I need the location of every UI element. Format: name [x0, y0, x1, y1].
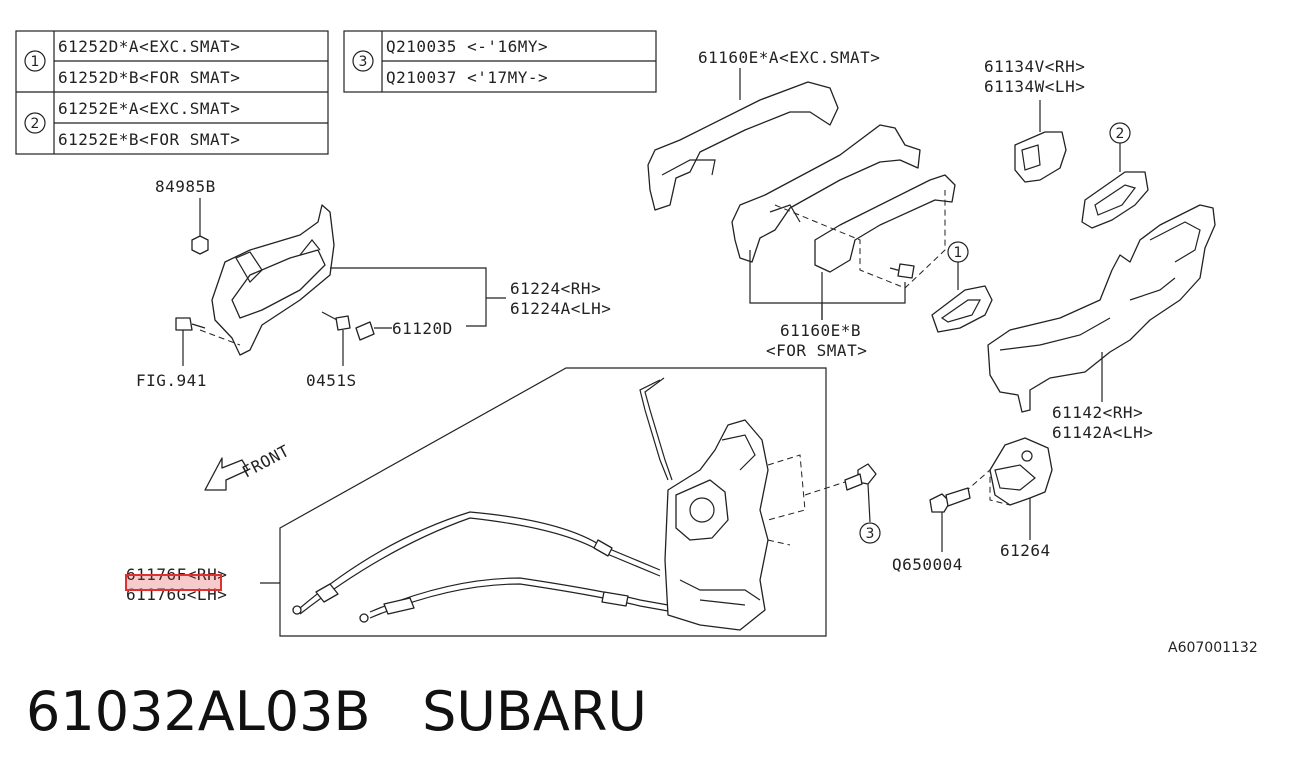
callout-1-escutcheon: 1 [954, 245, 963, 261]
diagram-code: A607001132 [1168, 640, 1258, 656]
outer-handle-61160eb: 61160E*B <FOR SMAT> [731, 124, 956, 360]
latch-screw-3: 3 [844, 463, 881, 544]
label-61120d: 61120D [392, 319, 453, 338]
legend-a-row-2: 61252D*B<FOR SMAT> [58, 68, 240, 87]
label-front: FRONT [239, 441, 293, 482]
brand-name: SUBARU [422, 680, 647, 743]
label-61224a-lh: 61224A<LH> [510, 299, 611, 318]
inner-handle-assembly: 84985B FIG.941 0451S 61120D 61224<RH> 61… [136, 177, 611, 390]
label-fig941: FIG.941 [136, 371, 207, 390]
front-direction-arrow: FRONT [204, 441, 293, 491]
legend-a-num-1: 1 [31, 54, 40, 70]
striker-61264: 61264 [964, 437, 1053, 560]
label-61134v: 61134V<RH> [984, 57, 1085, 76]
part-highlight-box [125, 574, 222, 591]
label-for-smat: <FOR SMAT> [766, 341, 867, 360]
callout-2: 2 [1116, 126, 1125, 142]
label-61264: 61264 [1000, 541, 1051, 560]
key-cylinder-cap-61134: 61134V<RH> 61134W<LH> [984, 57, 1085, 183]
legend-b-num: 3 [359, 54, 368, 70]
handle-frame-61142: 61142<RH> 61142A<LH> [987, 204, 1216, 442]
label-61160ea: 61160E*A<EXC.SMAT> [698, 48, 880, 67]
label-61142-rh: 61142<RH> [1052, 403, 1143, 422]
label-61142a-lh: 61142A<LH> [1052, 423, 1153, 442]
footer-title: 61032AL03B SUBARU [26, 680, 647, 743]
screw-q650004: Q650004 [892, 487, 971, 574]
legend-table-a: 1 2 61252D*A<EXC.SMAT> 61252D*B<FOR SMAT… [15, 30, 329, 155]
label-0451s: 0451S [306, 371, 357, 390]
label-61224-rh: 61224<RH> [510, 279, 601, 298]
label-61160eb: 61160E*B [780, 321, 861, 340]
escutcheon-2: 2 [1081, 122, 1149, 229]
callout-3-screw: 3 [866, 526, 875, 542]
escutcheon-1: 1 [931, 241, 993, 333]
legend-table-b: 3 Q210035 <-'16MY> Q210037 <'17MY-> [343, 30, 657, 93]
legend-a-row-4: 61252E*B<FOR SMAT> [58, 130, 240, 149]
part-number: 61032AL03B [26, 680, 371, 743]
latch-detail-box: 61176F<RH> 61176G<LH> [125, 367, 846, 637]
legend-a-num-2: 2 [31, 116, 40, 132]
label-84985b: 84985B [155, 177, 216, 196]
legend-a-row-3: 61252E*A<EXC.SMAT> [58, 99, 240, 118]
legend-b-row-1: Q210035 <-'16MY> [386, 37, 548, 56]
outer-handle-61160ea: 61160E*A<EXC.SMAT> [647, 48, 880, 211]
label-61134w: 61134W<LH> [984, 77, 1085, 96]
legend-a-row-1: 61252D*A<EXC.SMAT> [58, 37, 240, 56]
legend-b-row-2: Q210037 <'17MY-> [386, 68, 548, 87]
label-q650004: Q650004 [892, 555, 963, 574]
